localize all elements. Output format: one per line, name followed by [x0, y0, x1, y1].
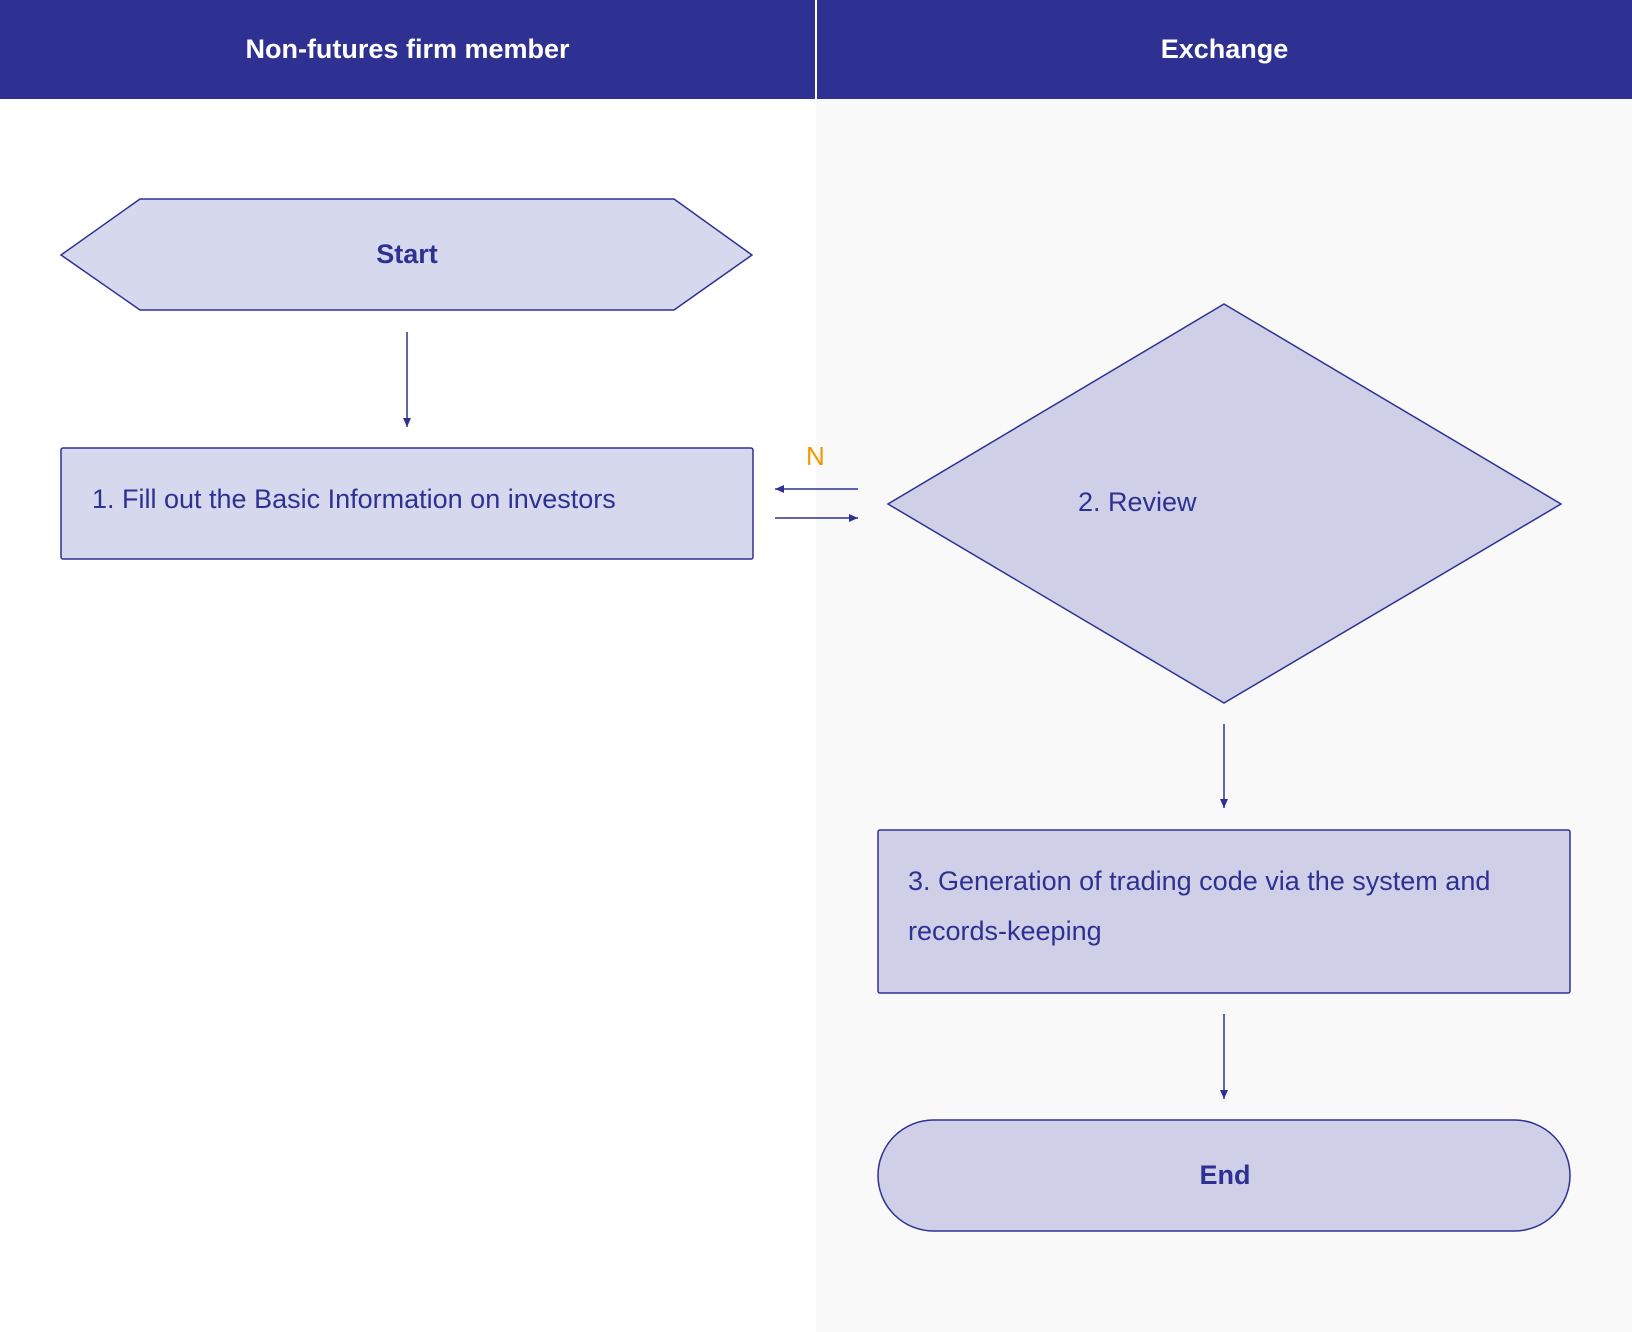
- reject-label: N: [806, 441, 825, 471]
- step2-decision-node: [886, 303, 1563, 704]
- step1-label: 1. Fill out the Basic Information on inv…: [92, 484, 616, 514]
- end-node: [877, 1119, 1571, 1232]
- start-node: [59, 198, 754, 311]
- start-label: Start: [376, 239, 438, 269]
- lane-header-right: Exchange: [817, 0, 1632, 99]
- step2-label: 2. Review: [1078, 487, 1197, 517]
- lane-header-left: Non-futures firm member: [0, 0, 815, 99]
- step3-node: [877, 829, 1571, 994]
- end-label: End: [1199, 1160, 1251, 1190]
- step3-label: 3. Generation of trading code via the sy…: [908, 866, 1491, 946]
- header-divider: [815, 0, 817, 99]
- step1-node: [60, 447, 754, 560]
